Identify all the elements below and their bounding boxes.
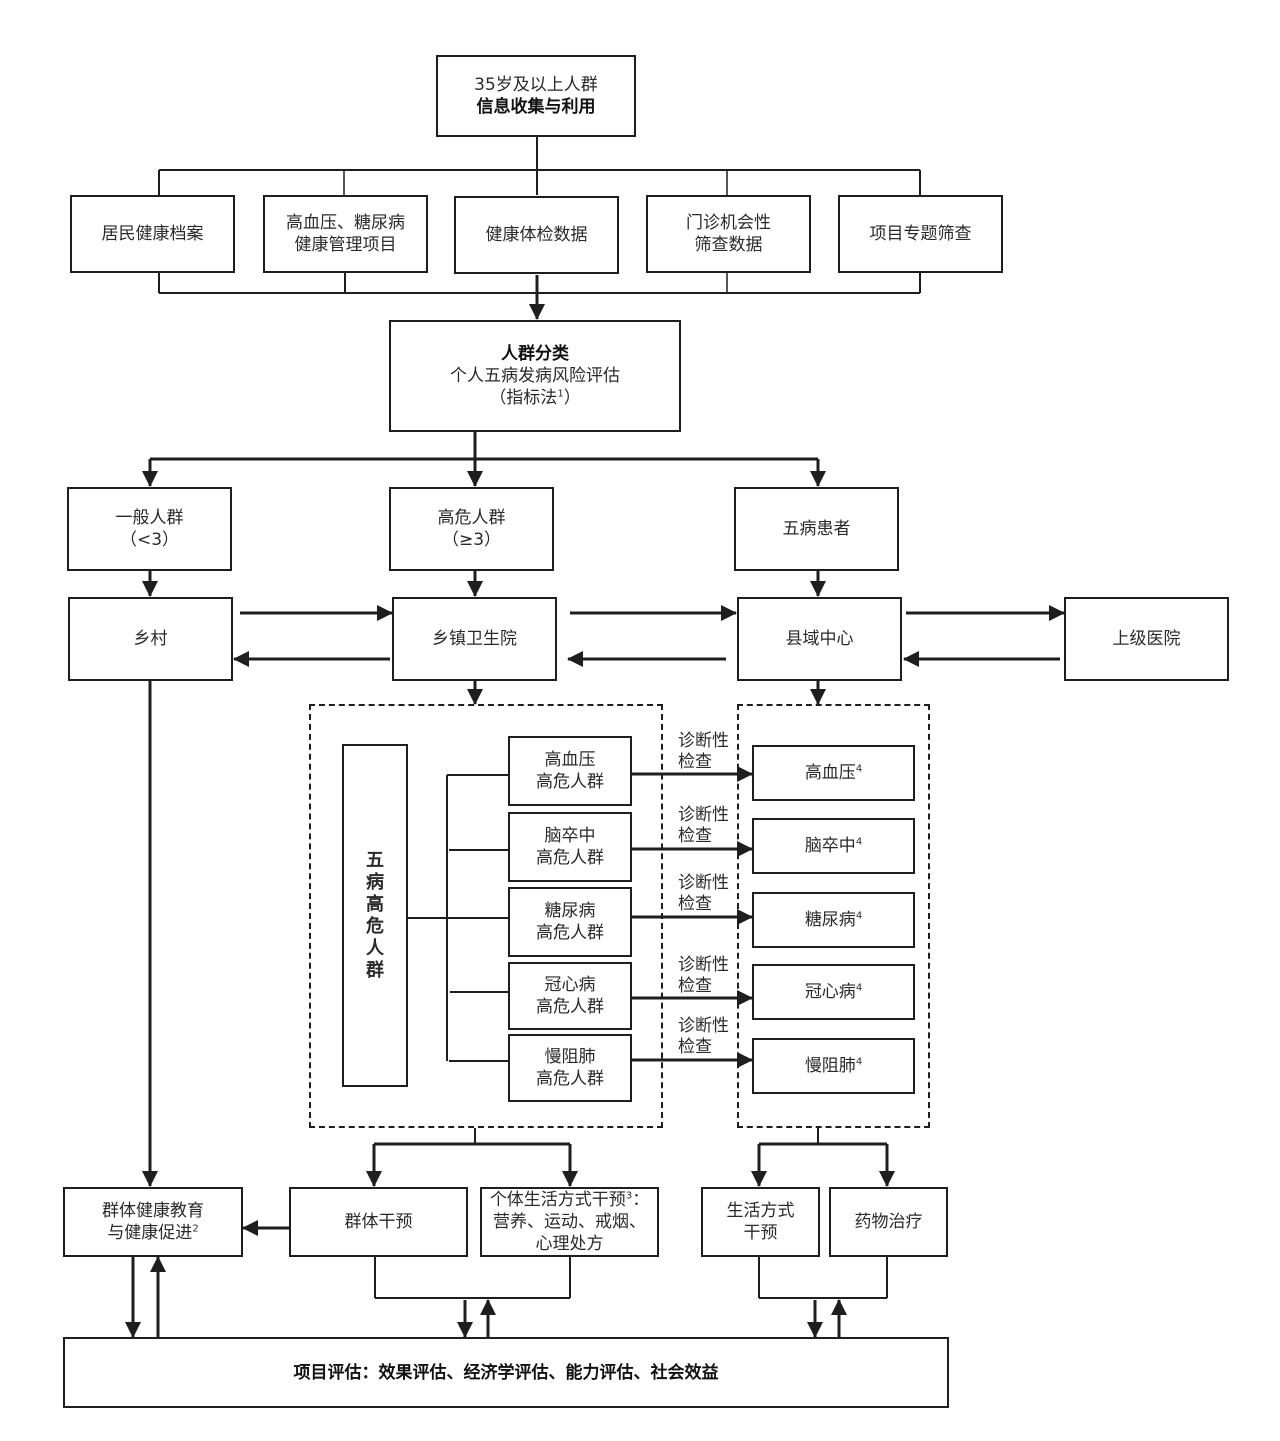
intervention-label: 干预 <box>743 1223 778 1243</box>
level-label: 乡村 <box>133 629 168 649</box>
evaluation-label: 项目评估：效果评估、经济学评估、能力评估、社会效益 <box>293 1362 719 1383</box>
source-label: 筛查数据 <box>694 235 763 255</box>
population-classification-box: 人群分类 个人五病发病风险评估 （指标法1） <box>389 320 681 432</box>
level-label: 县域中心 <box>785 629 854 649</box>
risk-group-label: 慢阻肺 <box>544 1047 596 1067</box>
source-hypertension-diabetes-program: 高血压、糖尿病 健康管理项目 <box>263 195 428 273</box>
info-collection-title: 信息收集与利用 <box>476 97 596 117</box>
source-opportunistic-screening: 门诊机会性 筛查数据 <box>646 195 811 273</box>
risk-group-label: 冠心病 <box>544 975 596 995</box>
source-special-screening: 项目专题筛查 <box>838 195 1003 273</box>
source-label: 健康体检数据 <box>485 225 588 245</box>
risk-group-label: 高危人群 <box>536 923 604 943</box>
individual-lifestyle-intervention-box: 个体生活方式干预3： 营养、运动、戒烟、 心理处方 <box>480 1187 659 1257</box>
source-label: 项目专题筛查 <box>869 224 972 244</box>
township-hospital-box: 乡镇卫生院 <box>392 597 557 681</box>
diagnostic-exam-label: 诊断性检查 <box>678 873 729 914</box>
upper-hospital-box: 上级医院 <box>1064 597 1229 681</box>
source-label: 健康管理项目 <box>294 235 397 255</box>
village-box: 乡村 <box>68 597 233 681</box>
disease-stroke: 脑卒中4 <box>752 818 915 874</box>
risk-group-label: 高危人群 <box>536 772 604 792</box>
county-center-box: 县域中心 <box>737 597 902 681</box>
info-collection-subtitle: 35岁及以上人群 <box>474 75 598 95</box>
lifestyle-intervention-box: 生活方式 干预 <box>701 1187 820 1257</box>
diagnostic-exam-label: 诊断性检查 <box>678 955 729 996</box>
intervention-label: 群体干预 <box>344 1212 413 1232</box>
disease-hypertension: 高血压4 <box>752 745 915 801</box>
risk-group-hypertension: 高血压 高危人群 <box>508 736 632 806</box>
general-population-box: 一般人群 （<3） <box>67 487 232 571</box>
drug-treatment-box: 药物治疗 <box>829 1187 948 1257</box>
source-label: 居民健康档案 <box>101 224 204 244</box>
disease-label: 慢阻肺 <box>804 1056 856 1076</box>
county-diagnosis-group <box>737 704 930 1128</box>
disease-label: 冠心病 <box>804 982 856 1002</box>
intervention-label: 药物治疗 <box>854 1212 923 1232</box>
group-threshold: （≥3） <box>441 530 502 550</box>
risk-group-label: 高危人群 <box>536 997 604 1017</box>
diagnostic-exam-label: 诊断性检查 <box>678 731 729 772</box>
risk-group-label: 糖尿病 <box>544 901 596 921</box>
disease-label: 脑卒中 <box>804 836 856 856</box>
level-label: 上级医院 <box>1112 629 1181 649</box>
risk-group-label: 高危人群 <box>536 848 604 868</box>
risk-group-stroke: 脑卒中 高危人群 <box>508 812 632 882</box>
intervention-label: 营养、运动、戒烟、 <box>493 1212 646 1232</box>
intervention-label: 群体健康教育 <box>102 1201 204 1221</box>
risk-group-label: 高血压 <box>544 750 596 770</box>
group-label: 一般人群 <box>115 508 184 528</box>
source-label: 门诊机会性 <box>686 213 771 233</box>
group-label: 高危人群 <box>437 508 506 528</box>
group-label: 五病患者 <box>782 519 851 539</box>
intervention-label: 心理处方 <box>535 1234 604 1254</box>
five-disease-high-risk-box: 五病高危人群 <box>342 744 408 1087</box>
risk-group-copd: 慢阻肺 高危人群 <box>508 1034 632 1102</box>
risk-group-label: 脑卒中 <box>544 826 596 846</box>
classification-title: 人群分类 <box>501 344 569 364</box>
risk-group-diabetes: 糖尿病 高危人群 <box>508 887 632 957</box>
disease-chd: 冠心病4 <box>752 964 915 1020</box>
five-disease-label: 五病高危人群 <box>366 849 384 981</box>
group-threshold: （<3） <box>119 530 180 550</box>
disease-label: 糖尿病 <box>804 910 856 930</box>
disease-copd: 慢阻肺4 <box>752 1038 915 1094</box>
classification-method: （指标法1） <box>489 388 581 408</box>
intervention-label: 生活方式 <box>726 1201 795 1221</box>
project-evaluation-box: 项目评估：效果评估、经济学评估、能力评估、社会效益 <box>63 1337 949 1408</box>
source-resident-records: 居民健康档案 <box>70 195 235 273</box>
risk-group-label: 高危人群 <box>536 1069 604 1089</box>
level-label: 乡镇卫生院 <box>432 629 517 649</box>
source-checkup-data: 健康体检数据 <box>454 196 619 274</box>
township-screening-group <box>309 704 663 1128</box>
risk-group-chd: 冠心病 高危人群 <box>508 962 632 1030</box>
diagnostic-exam-label: 诊断性检查 <box>678 805 729 846</box>
group-intervention-box: 群体干预 <box>289 1187 468 1257</box>
five-disease-patients-box: 五病患者 <box>734 487 899 571</box>
high-risk-population-box: 高危人群 （≥3） <box>389 487 554 571</box>
health-education-box: 群体健康教育 与健康促进2 <box>63 1187 243 1257</box>
source-label: 高血压、糖尿病 <box>286 213 405 233</box>
diagnostic-exam-label: 诊断性检查 <box>678 1016 729 1057</box>
classification-subtitle: 个人五病发病风险评估 <box>450 366 620 386</box>
disease-diabetes: 糖尿病4 <box>752 892 915 948</box>
info-collection-box: 35岁及以上人群 信息收集与利用 <box>436 55 636 137</box>
disease-label: 高血压 <box>804 763 856 783</box>
